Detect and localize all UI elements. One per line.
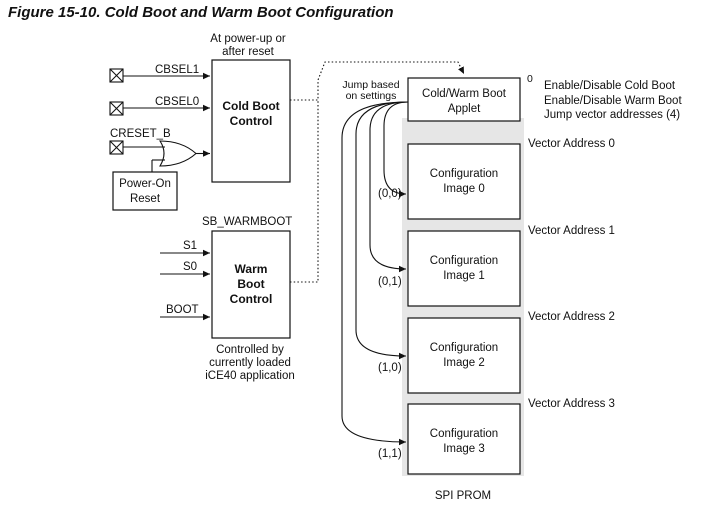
warm-note-line3: iCE40 application: [205, 370, 295, 382]
configuration-image-3-block: [407, 403, 521, 475]
cold-boot-control-label-line2: Control: [230, 114, 273, 128]
warm-boot-control-block: [211, 230, 291, 339]
boot-label: BOOT: [166, 304, 199, 316]
configuration-image-2-block: [407, 317, 521, 394]
warm-note-line2: currently loaded: [209, 357, 291, 369]
vector-address-1: Vector Address 1: [528, 225, 615, 237]
jump-note-line1: Jump based: [342, 79, 399, 91]
configuration-image-1-block: [407, 230, 521, 307]
spi-prom-label: SPI PROM: [435, 490, 491, 502]
or-gate-icon: [158, 140, 197, 167]
power-on-reset-label-line1: Power-On: [119, 178, 171, 190]
image-1-label-line1: Configuration: [430, 255, 498, 267]
warm-boot-control-label-line3: Control: [230, 292, 273, 306]
sb-warmboot-label: SB_WARMBOOT: [202, 216, 292, 228]
image-2-label-line2: Image 2: [443, 357, 485, 369]
select-1-1: (1,1): [378, 448, 402, 460]
applet-label-line2: Applet: [448, 103, 481, 115]
power-on-reset-block: [112, 171, 178, 211]
image-3-label-line2: Image 3: [443, 443, 485, 455]
power-up-note-line2: after reset: [222, 46, 275, 58]
figure-title: Figure 15-10. Cold Boot and Warm Boot Co…: [8, 4, 394, 21]
creset-b-pin-icon: [109, 140, 124, 155]
applet-note-line1: Enable/Disable Cold Boot: [544, 80, 676, 92]
creset-b-label: CRESET_B: [110, 128, 171, 140]
select-0-1: (0,1): [378, 276, 402, 288]
cold-boot-control-block: [211, 59, 291, 183]
select-1-0: (1,0): [378, 362, 402, 374]
jump-note-line2: on settings: [346, 90, 397, 102]
cold-warm-boot-applet-block: [407, 77, 521, 122]
cbsel0-pin-icon: [109, 101, 124, 116]
image-2-label-line1: Configuration: [430, 342, 498, 354]
vector-address-0: Vector Address 0: [528, 138, 615, 150]
power-on-reset-label-line2: Reset: [130, 193, 161, 205]
applet-label-line1: Cold/Warm Boot: [422, 88, 507, 100]
warm-note-line1: Controlled by: [216, 344, 284, 356]
vector-address-3: Vector Address 3: [528, 398, 615, 410]
applet-note-line3: Jump vector addresses (4): [544, 109, 680, 121]
cbsel1-label: CBSEL1: [155, 64, 199, 76]
vector-address-2: Vector Address 2: [528, 311, 615, 323]
select-0-0: (0,0): [378, 188, 402, 200]
warm-boot-control-label-line2: Boot: [237, 277, 264, 291]
configuration-image-0-block: [407, 143, 521, 220]
cbsel1-pin-icon: [109, 68, 124, 83]
image-1-label-line2: Image 1: [443, 270, 485, 282]
power-up-note-line1: At power-up or: [210, 33, 286, 45]
applet-address: 0: [527, 73, 533, 85]
image-3-label-line1: Configuration: [430, 428, 498, 440]
cold-boot-control-label-line1: Cold Boot: [222, 99, 279, 113]
applet-note-line2: Enable/Disable Warm Boot: [544, 95, 682, 107]
image-0-label-line2: Image 0: [443, 183, 485, 195]
s1-label: S1: [183, 240, 197, 252]
cbsel0-label: CBSEL0: [155, 96, 199, 108]
warm-boot-control-label-line1: Warm: [235, 262, 268, 276]
image-0-label-line1: Configuration: [430, 168, 498, 180]
s0-label: S0: [183, 261, 197, 273]
